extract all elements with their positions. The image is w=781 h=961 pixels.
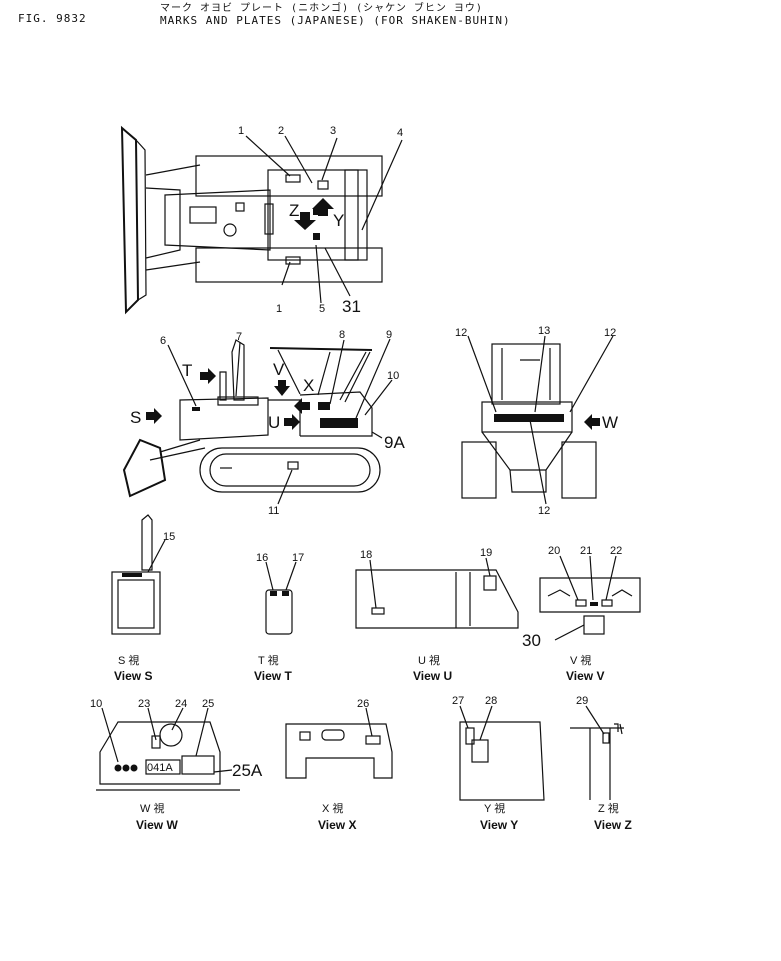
view-w-drawing (96, 721, 240, 791)
callout-29: 29 (576, 695, 588, 707)
plate-text-041a: 041A (147, 762, 173, 774)
callout-6: 6 (160, 335, 166, 347)
callout-30: 30 (522, 631, 541, 650)
view-s-caption: View S (114, 669, 152, 683)
callout-10: 10 (387, 370, 399, 382)
callout-1b: 1 (276, 303, 282, 315)
view-y-caption-jp: Y 視 (484, 801, 505, 815)
callout-16: 16 (256, 552, 268, 564)
callout-10b: 10 (90, 698, 102, 710)
view-u-caption: View U (413, 669, 452, 683)
view-z-drawing (570, 723, 624, 800)
view-u-caption-jp: U 視 (418, 653, 440, 667)
callout-11: 11 (268, 505, 279, 517)
view-u-drawing (355, 569, 519, 629)
callout-5: 5 (319, 303, 325, 315)
view-x-caption-jp: X 視 (322, 801, 343, 815)
view-t-caption: View T (254, 669, 292, 683)
arrow-label-z: Z (289, 201, 299, 220)
view-y-caption: View Y (480, 818, 518, 832)
view-y-drawing (459, 721, 545, 801)
callout-22: 22 (610, 545, 622, 557)
callout-2: 2 (278, 125, 284, 137)
view-t-caption-jp: T 視 (258, 653, 279, 667)
rear-view-drawing (461, 343, 600, 499)
view-z-caption-jp: Z 視 (598, 801, 619, 815)
callout-1: 1 (238, 125, 244, 137)
callout-7: 7 (236, 331, 242, 343)
arrow-label-v: V (273, 360, 285, 379)
callout-25: 25 (202, 698, 214, 710)
callout-13: 13 (538, 325, 550, 337)
view-s-drawing (111, 514, 161, 635)
title-japanese: マーク オヨビ プレート (ニホンゴ) (シャケン ブヒン ヨウ) (160, 3, 483, 14)
callout-9a: 9A (384, 433, 405, 452)
callout-3: 3 (330, 125, 336, 137)
arrow-label-t: T (182, 361, 192, 380)
arrow-label-x: X (303, 376, 314, 395)
view-v-drawing (539, 577, 641, 635)
view-z-caption: View Z (594, 818, 632, 832)
top-view-drawing (120, 125, 383, 315)
callout-9: 9 (386, 329, 392, 341)
callout-15: 15 (163, 531, 175, 543)
view-t-drawing (265, 589, 293, 635)
callout-8: 8 (339, 329, 345, 341)
callout-17: 17 (292, 552, 304, 564)
view-w-caption-jp: W 視 (140, 801, 164, 815)
callout-20: 20 (548, 545, 560, 557)
view-x-drawing (285, 723, 393, 779)
arrow-label-u: U (268, 413, 280, 432)
callout-27: 27 (452, 695, 464, 707)
callout-23: 23 (138, 698, 150, 710)
callout-12c: 12 (538, 505, 550, 517)
view-v-caption-jp: V 視 (570, 653, 591, 667)
callout-26: 26 (357, 698, 369, 710)
view-x-caption: View X (318, 818, 356, 832)
callout-25a: 25A (232, 761, 263, 780)
view-s-caption-jp: S 視 (118, 653, 139, 667)
callout-12a: 12 (455, 327, 467, 339)
figure-number: FIG. 9832 (18, 12, 87, 25)
title-english: MARKS AND PLATES (JAPANESE) (FOR SHAKEN-… (160, 14, 511, 27)
callout-24: 24 (175, 698, 187, 710)
callout-18: 18 (360, 549, 372, 561)
arrow-label-y: Y (333, 211, 344, 230)
callout-12b: 12 (604, 327, 616, 339)
side-view-drawing (122, 339, 381, 498)
callout-21: 21 (580, 545, 592, 557)
view-v-caption: View V (566, 669, 604, 683)
callout-19: 19 (480, 547, 492, 559)
arrow-label-s: S (130, 408, 141, 427)
callout-4: 4 (397, 127, 403, 139)
arrow-label-w: W (602, 413, 618, 432)
callout-28: 28 (485, 695, 497, 707)
view-w-caption: View W (136, 818, 178, 832)
callout-31: 31 (342, 297, 361, 316)
